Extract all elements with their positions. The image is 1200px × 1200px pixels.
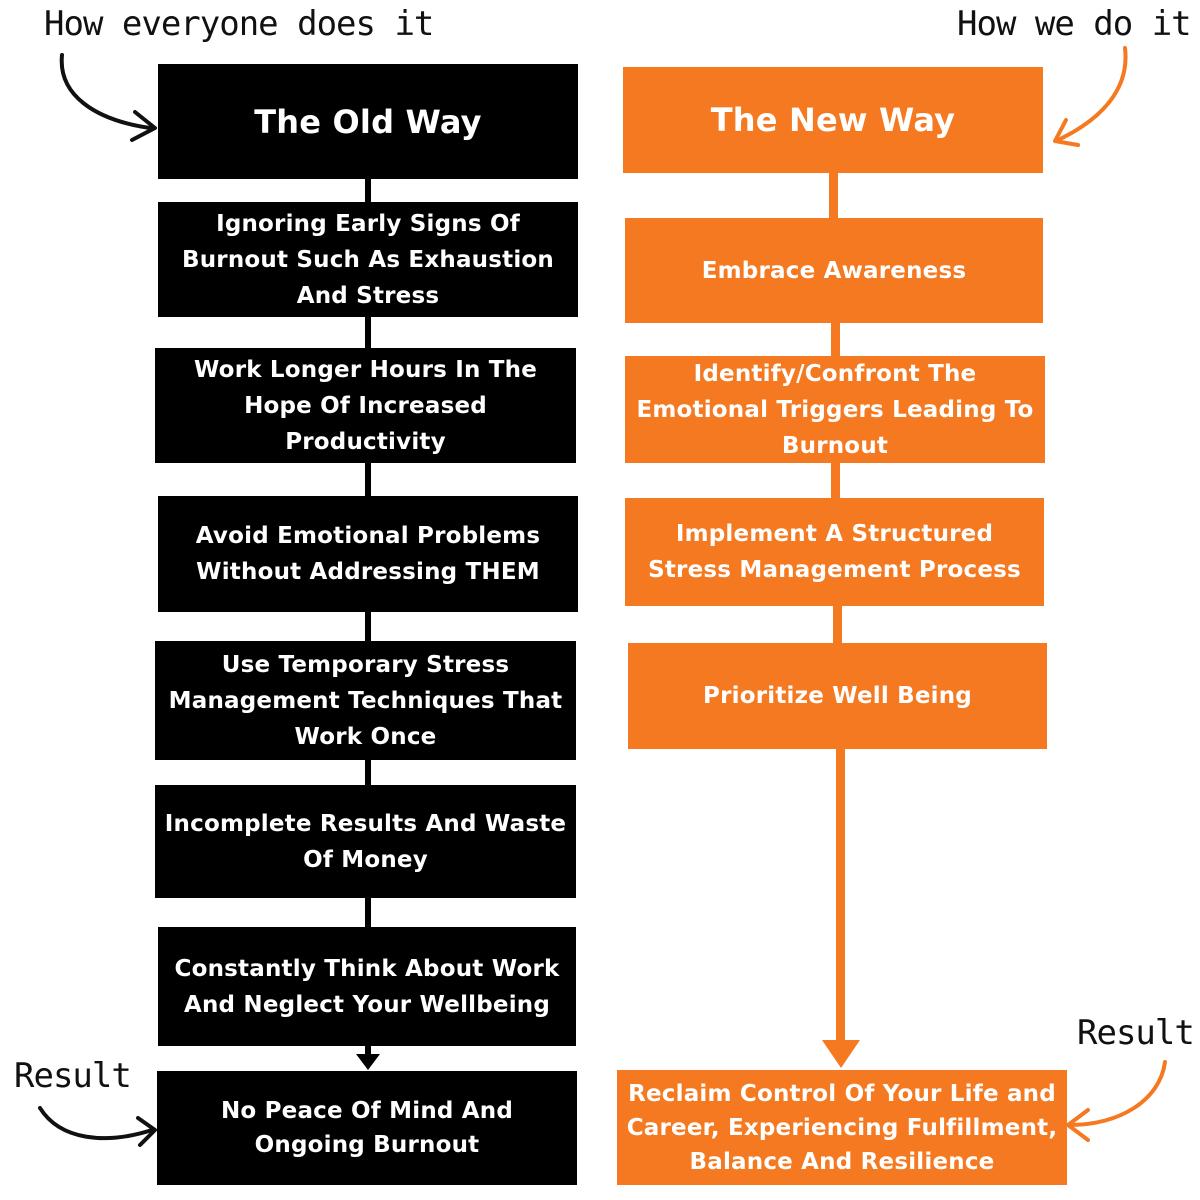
annotation-how-everyone: How everyone does it: [44, 4, 434, 44]
annotation-result-left: Result: [14, 1056, 132, 1096]
new-step-4: Prioritize Well Being: [628, 643, 1047, 749]
annotation-result-right: Result: [1077, 1013, 1195, 1053]
new-step-3: Implement A Structured Stress Management…: [625, 498, 1044, 606]
new-connector: [836, 748, 845, 1048]
old-step-6: Constantly Think About Work And Neglect …: [158, 927, 576, 1046]
old-connector: [365, 897, 371, 927]
old-connector: [365, 1045, 371, 1057]
old-step-2: Work Longer Hours In The Hope Of Increas…: [155, 348, 576, 463]
old-step-4: Use Temporary Stress Management Techniqu…: [155, 641, 576, 760]
new-connector: [831, 322, 840, 356]
new-step-1: Embrace Awareness: [625, 218, 1043, 323]
old-way-result: No Peace Of Mind And Ongoing Burnout: [157, 1071, 577, 1185]
new-connector: [833, 605, 842, 643]
old-way-title: The Old Way: [158, 64, 578, 179]
old-connector: [365, 611, 371, 641]
new-way-title: The New Way: [623, 67, 1043, 173]
annotation-how-we: How we do it: [957, 4, 1192, 44]
arrowhead-down-icon: [356, 1054, 380, 1070]
new-connector: [831, 462, 840, 498]
new-step-2: Identify/Confront The Emotional Triggers…: [625, 356, 1045, 463]
new-way-result: Reclaim Control Of Your Life and Career,…: [617, 1070, 1067, 1185]
old-connector: [365, 178, 371, 202]
arrowhead-down-icon: [822, 1040, 860, 1068]
new-connector: [829, 172, 838, 218]
old-step-5: Incomplete Results And Waste Of Money: [155, 785, 576, 898]
old-connector: [365, 759, 371, 785]
old-connector: [365, 462, 371, 496]
old-step-1: Ignoring Early Signs Of Burnout Such As …: [158, 202, 578, 317]
old-step-3: Avoid Emotional Problems Without Address…: [158, 496, 578, 612]
old-connector: [365, 316, 371, 348]
